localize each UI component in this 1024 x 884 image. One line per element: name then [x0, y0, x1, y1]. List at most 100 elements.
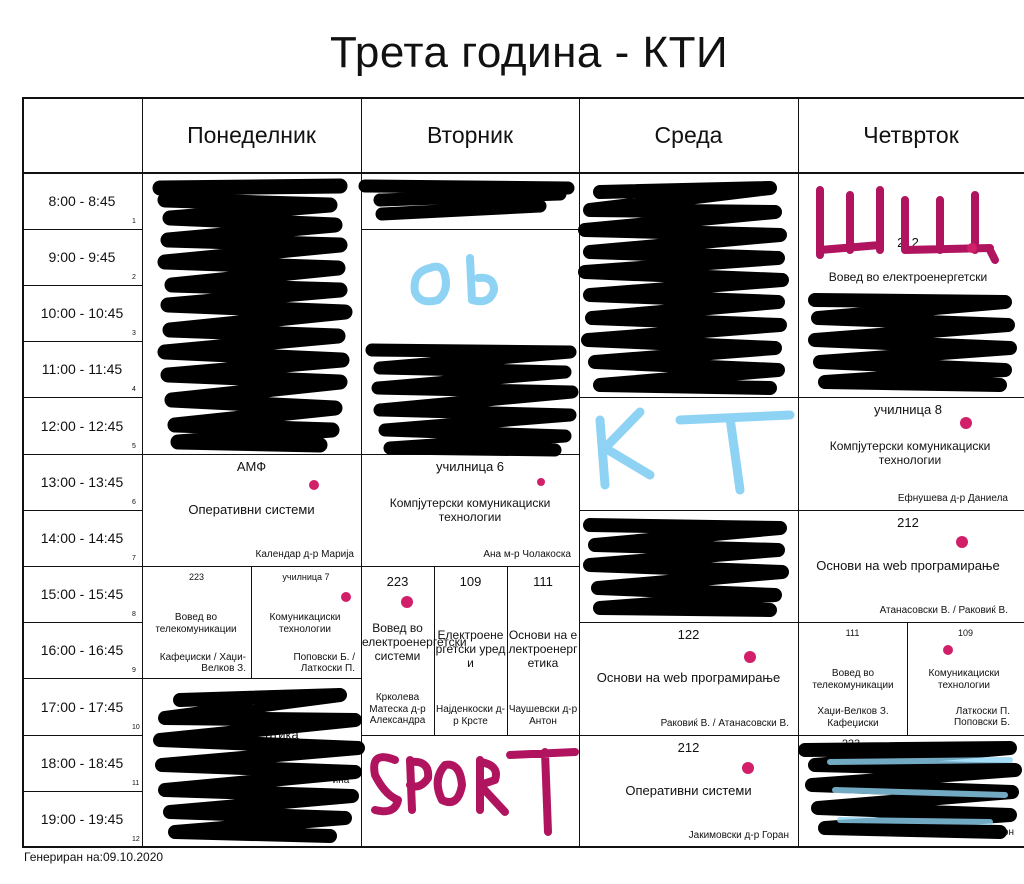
time-slot-label: 19:00 - 19:45	[40, 811, 124, 827]
time-slot-label: 17:00 - 17:45	[40, 699, 124, 715]
pink-dot	[742, 762, 754, 774]
black-scribble	[153, 688, 365, 843]
class-teacher: Раковиќ В. / Атанасовски В.	[660, 718, 789, 729]
grid-line	[798, 397, 1024, 398]
class-teacher: Календар д-р Марија	[255, 549, 354, 560]
class-subject: Оперативни системи	[188, 502, 315, 517]
class-teacher: Крколева Матеска д-р Александра	[369, 692, 426, 726]
grid-line	[579, 510, 798, 511]
class-subject: Компјутерски комуникациски технологии	[829, 439, 991, 467]
class-teacher: Хаџи-Велков З. Кафеџиски	[817, 706, 889, 729]
grid-line	[22, 229, 142, 230]
class-teacher: Ефнушева д-р Даниела	[897, 493, 1008, 504]
time-slot-label: 14:00 - 14:45	[40, 530, 124, 546]
time-slot-number: 2	[132, 274, 136, 281]
grid-line	[361, 97, 362, 848]
class-room: 122	[677, 627, 700, 642]
class-room: 212	[897, 515, 919, 530]
pink-handwriting	[816, 186, 999, 264]
class-subject: Електроенергетски уреди	[435, 628, 506, 670]
class-room: 109	[957, 628, 974, 638]
class-room: АМФ	[236, 459, 267, 474]
grid-line	[142, 97, 143, 848]
class-subject: Основи на web програмирање	[596, 670, 781, 685]
grid-line	[579, 97, 580, 848]
pink-dot	[956, 536, 968, 548]
grid-line	[251, 566, 252, 678]
pink-dot	[960, 417, 972, 429]
blue-handwriting	[827, 757, 1013, 825]
grid-line	[579, 735, 798, 736]
grid-line	[22, 735, 142, 736]
grid-line	[22, 397, 142, 398]
pink-dot	[309, 480, 319, 490]
time-slot-number: 12	[132, 836, 140, 843]
time-slot-number: 3	[132, 330, 136, 337]
black-scribble	[808, 293, 1017, 392]
black-scribble	[583, 518, 789, 617]
page-title: Трета година - КТИ	[330, 28, 729, 77]
class-room: 111	[533, 574, 553, 589]
time-slot-number: 1	[132, 218, 136, 225]
class-teacher: Кафеџиски / Хаџи-Велков З.	[159, 652, 246, 674]
time-slot-number: 5	[132, 443, 136, 450]
time-slot-label: 8:00 - 8:45	[48, 193, 116, 209]
class-room: 223	[188, 572, 205, 582]
time-slot-number: 7	[132, 555, 136, 562]
grid-line	[579, 622, 798, 623]
time-slot-number: 10	[132, 724, 140, 731]
grid-line	[142, 678, 361, 679]
class-teacher: Атанасовски В. / Раковиќ В.	[879, 605, 1008, 616]
day-header-thursday: Четврток	[863, 122, 959, 148]
time-slot-number: 11	[132, 780, 140, 787]
time-slot-number: 6	[132, 499, 136, 506]
class-subject: Основи на електроенергетика	[508, 628, 578, 670]
grid-line	[22, 566, 142, 567]
class-subject: Вовед во телекомуникации	[155, 612, 237, 635]
time-slot-label: 11:00 - 11:45	[41, 361, 123, 377]
grid-line	[142, 454, 361, 455]
grid-line	[579, 397, 798, 398]
black-scribble	[152, 178, 353, 453]
time-slot-label: 9:00 - 9:45	[48, 249, 116, 265]
class-room: 212	[677, 740, 700, 755]
grid-line	[798, 735, 1024, 736]
class-teacher: Латкоски П. Поповски Б.	[953, 706, 1010, 728]
pink-dot	[943, 645, 953, 655]
black-scribble	[358, 179, 575, 221]
class-subject: Комуникациски технологии	[269, 612, 341, 635]
grid-line	[22, 678, 142, 679]
pink-dot	[744, 651, 756, 663]
time-slot-label: 16:00 - 16:45	[40, 642, 124, 658]
grid-line	[22, 454, 142, 455]
grid-line	[361, 735, 579, 736]
grid-line	[22, 285, 142, 286]
grid-line	[798, 510, 1024, 511]
class-subject: Основи на web програмирање	[816, 558, 1000, 573]
time-slot-label: 15:00 - 15:45	[40, 586, 124, 602]
pink-handwriting	[370, 748, 579, 836]
class-room: 223	[386, 574, 409, 589]
grid-line	[907, 622, 908, 735]
grid-line	[434, 566, 435, 735]
day-header-wednesday: Среда	[654, 122, 723, 148]
class-subject: Компјутерски комуникациски технологии	[389, 496, 551, 524]
class-room: училница 7	[282, 572, 330, 582]
class-room: 111	[845, 628, 860, 638]
class-subject: Вовед во телекомуникации	[812, 668, 894, 691]
grid-line	[22, 510, 142, 511]
class-teacher: Поповски Б. / Латкоски П.	[293, 652, 355, 674]
black-scribble	[365, 343, 579, 457]
time-slot-number: 9	[132, 667, 136, 674]
time-slot-label: 12:00 - 12:45	[40, 418, 124, 434]
time-slot-number: 8	[132, 611, 136, 618]
class-subject: Оперативни системи	[625, 783, 752, 798]
time-slot-number: 4	[132, 386, 136, 393]
day-header-tuesday: Вторник	[426, 122, 514, 148]
blue-handwriting	[410, 254, 498, 306]
grid-line	[798, 622, 1024, 623]
grid-line	[22, 172, 1024, 174]
time-slot-label: 13:00 - 13:45	[40, 474, 124, 490]
